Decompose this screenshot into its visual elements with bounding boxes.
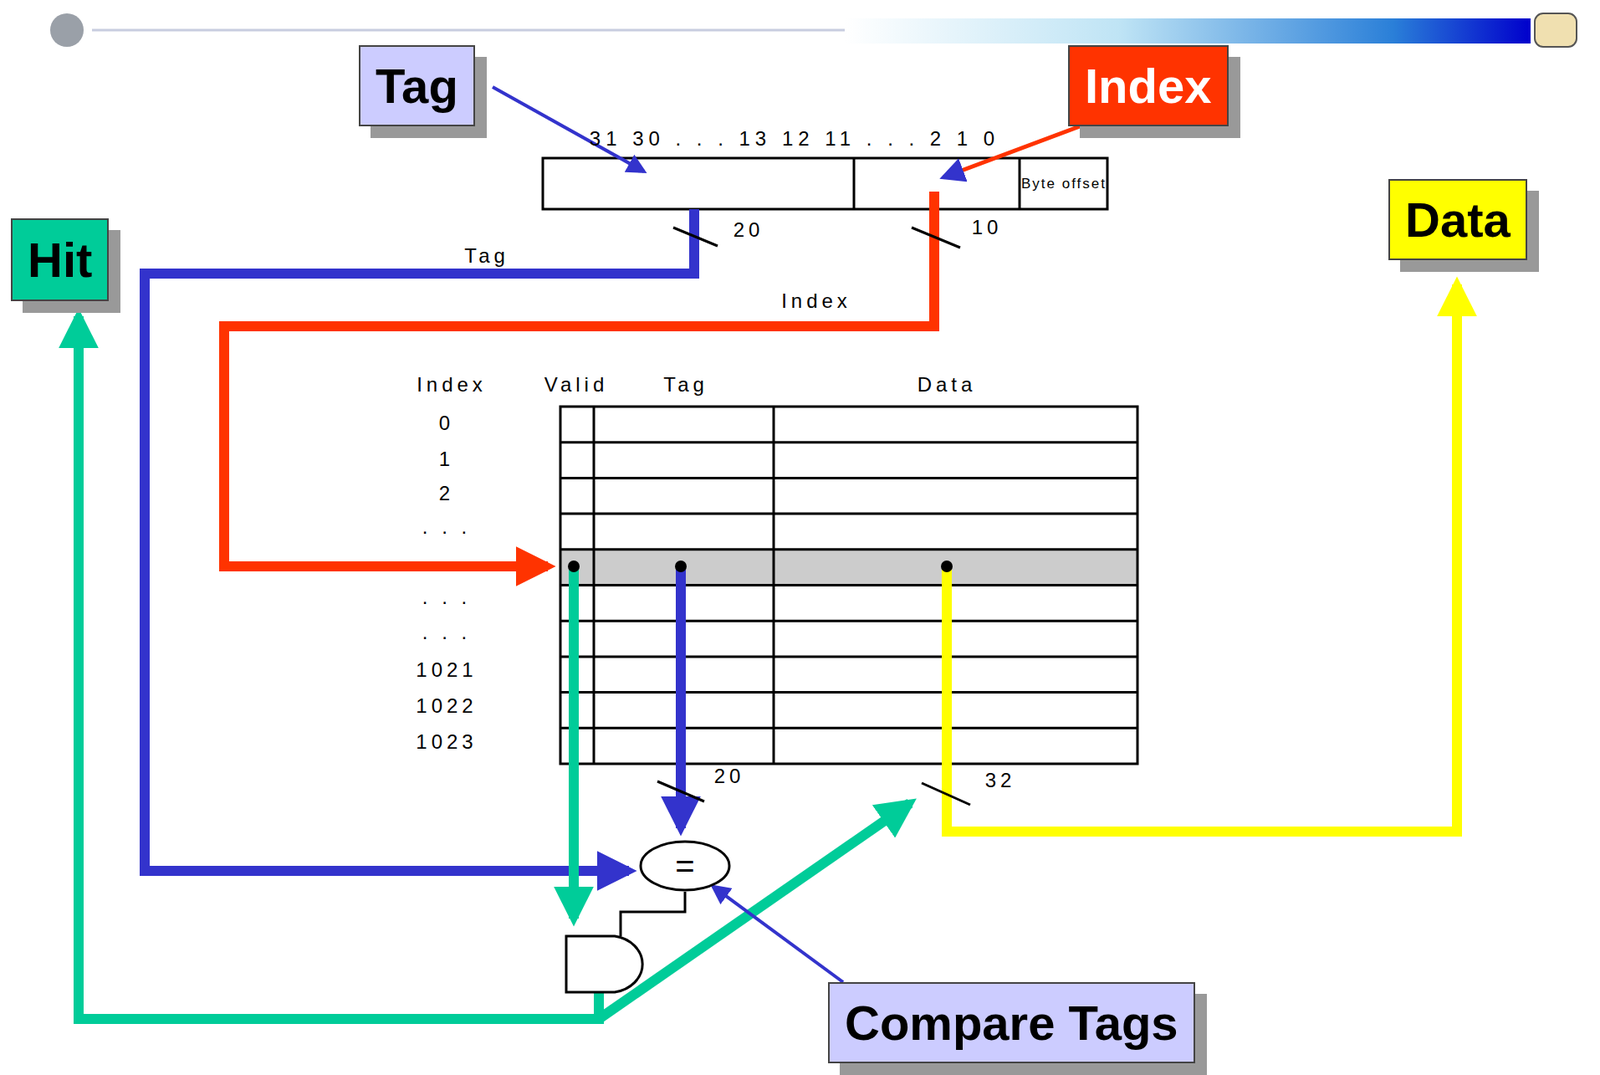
row-index: 2 xyxy=(439,481,455,506)
bus-width: 32 xyxy=(985,768,1017,793)
wire-label: Tag xyxy=(464,244,510,268)
node-text: Tag xyxy=(375,57,459,114)
node-text: Byte offset xyxy=(1021,175,1107,193)
wire-label: Index xyxy=(781,289,852,313)
byte-offset-field: Byte offset xyxy=(1021,159,1107,208)
bus-width: 20 xyxy=(733,218,765,242)
row-ellipsis: . . . xyxy=(422,515,471,539)
node-text: Data xyxy=(1405,191,1511,248)
row-index: 1 xyxy=(439,447,455,471)
column-header: Data xyxy=(917,373,977,397)
node-text: Hit xyxy=(27,231,93,288)
row-index: 1022 xyxy=(415,694,477,718)
compare-tags-callout: Compare Tags xyxy=(828,981,1196,1064)
column-header: Valid xyxy=(544,373,609,397)
row-index: 1023 xyxy=(415,730,477,754)
column-header: Index xyxy=(416,373,487,397)
bus-width: 20 xyxy=(714,764,746,788)
tag-callout: Tag xyxy=(358,45,476,127)
bus-width: 10 xyxy=(971,215,1003,240)
callout-arrow xyxy=(712,886,844,982)
node-text: = xyxy=(674,846,695,885)
data-callout: Data xyxy=(1388,178,1528,261)
bit-numbers: 31 30 . . . 13 12 11 . . . 2 1 0 xyxy=(589,127,1000,151)
tag-comparator: = xyxy=(638,839,731,892)
hit-callout: Hit xyxy=(10,218,109,302)
row-index: 0 xyxy=(439,411,455,435)
row-ellipsis: . . . xyxy=(422,620,471,645)
row-index: 1021 xyxy=(415,658,477,682)
index-callout: Index xyxy=(1068,45,1229,127)
node-text: Index xyxy=(1084,57,1212,114)
row-ellipsis: . . . xyxy=(422,585,471,609)
node-text: Compare Tags xyxy=(844,994,1179,1051)
column-header: Tag xyxy=(663,373,709,397)
